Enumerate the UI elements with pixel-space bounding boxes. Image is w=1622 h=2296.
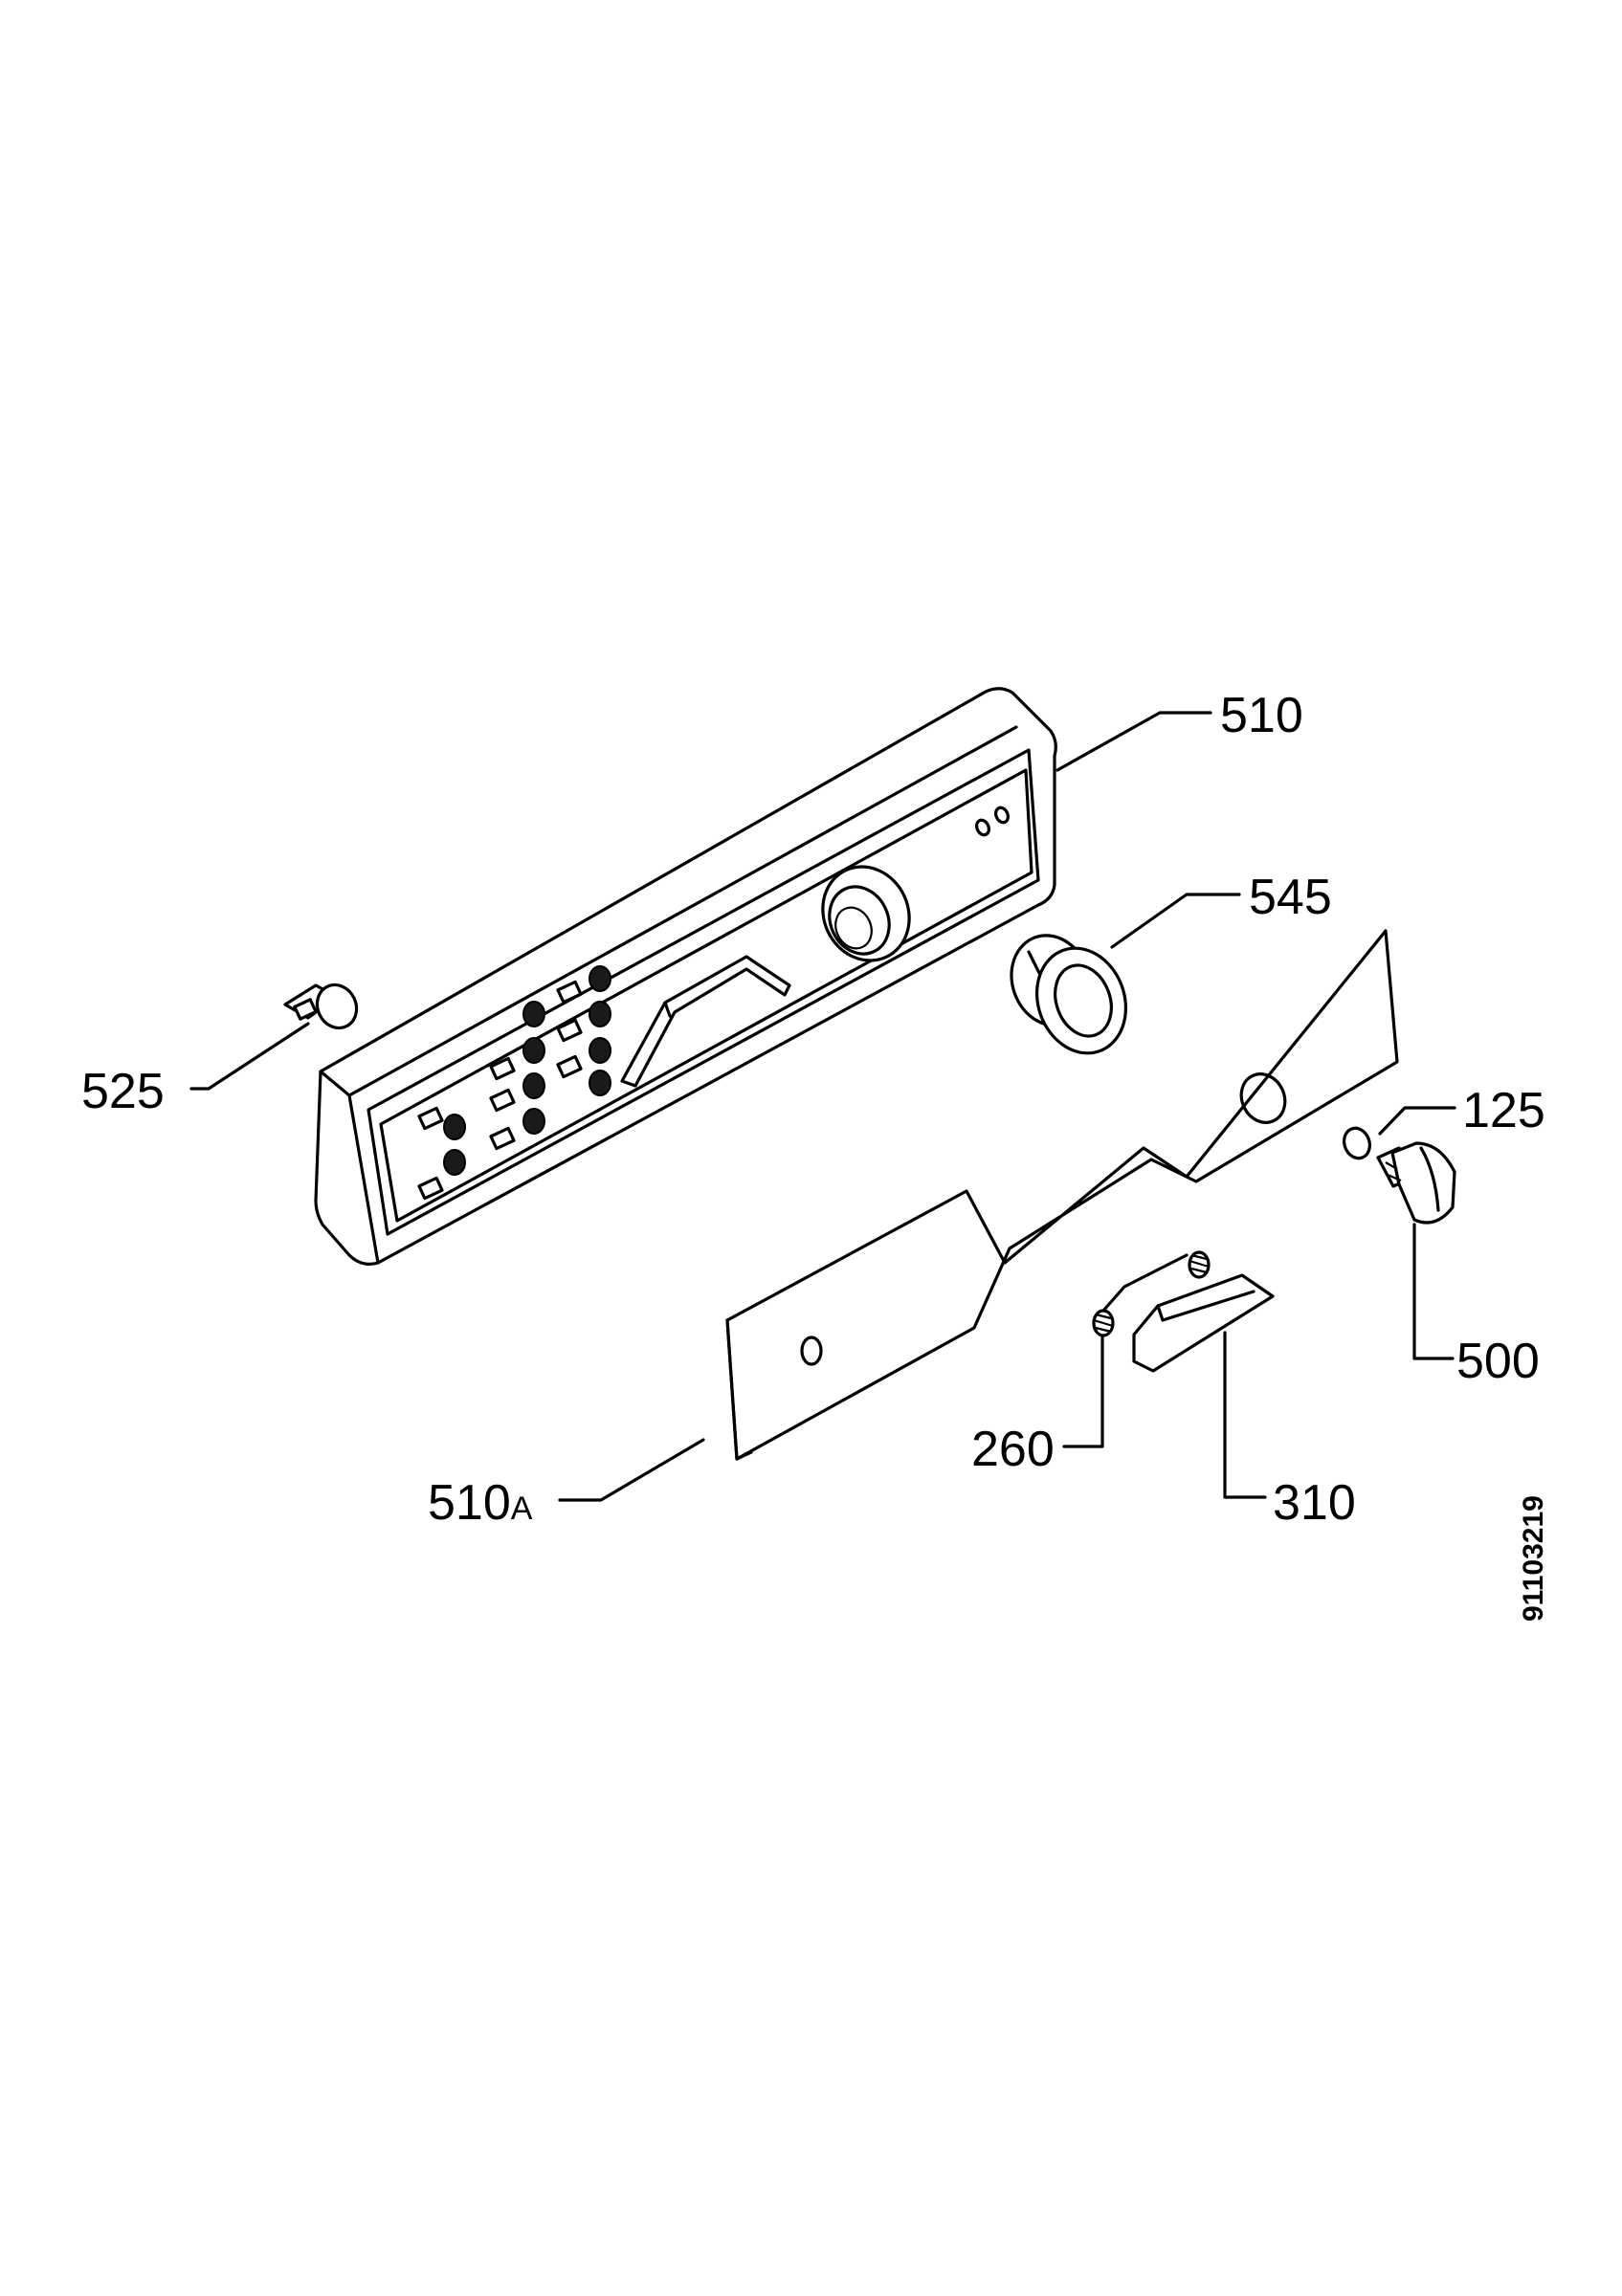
callout-510a-suffix: A <box>511 1490 533 1527</box>
callout-510a: 510A <box>428 1475 533 1531</box>
document-number: 91103219 <box>1518 1495 1549 1622</box>
callout-310: 310 <box>1273 1475 1356 1531</box>
callout-510: 510 <box>1220 688 1303 743</box>
front-plate-510a <box>725 929 1399 1461</box>
callout-125: 125 <box>1462 1083 1545 1138</box>
callout-500: 500 <box>1456 1334 1540 1389</box>
callout-510a-number: 510 <box>428 1475 511 1531</box>
callout-545: 545 <box>1249 870 1332 925</box>
part-525-connector <box>283 982 359 1030</box>
panel-button-grid <box>417 965 611 1201</box>
part-500-knob <box>1376 1141 1456 1225</box>
control-panel-510 <box>314 687 1057 1266</box>
part-310-cover <box>1132 1273 1275 1373</box>
callout-525: 525 <box>81 1064 165 1119</box>
part-125-spring <box>1343 1126 1371 1160</box>
part-545-ring <box>1010 934 1128 1055</box>
callout-260: 260 <box>971 1422 1055 1477</box>
leader-lines <box>189 711 1456 1502</box>
